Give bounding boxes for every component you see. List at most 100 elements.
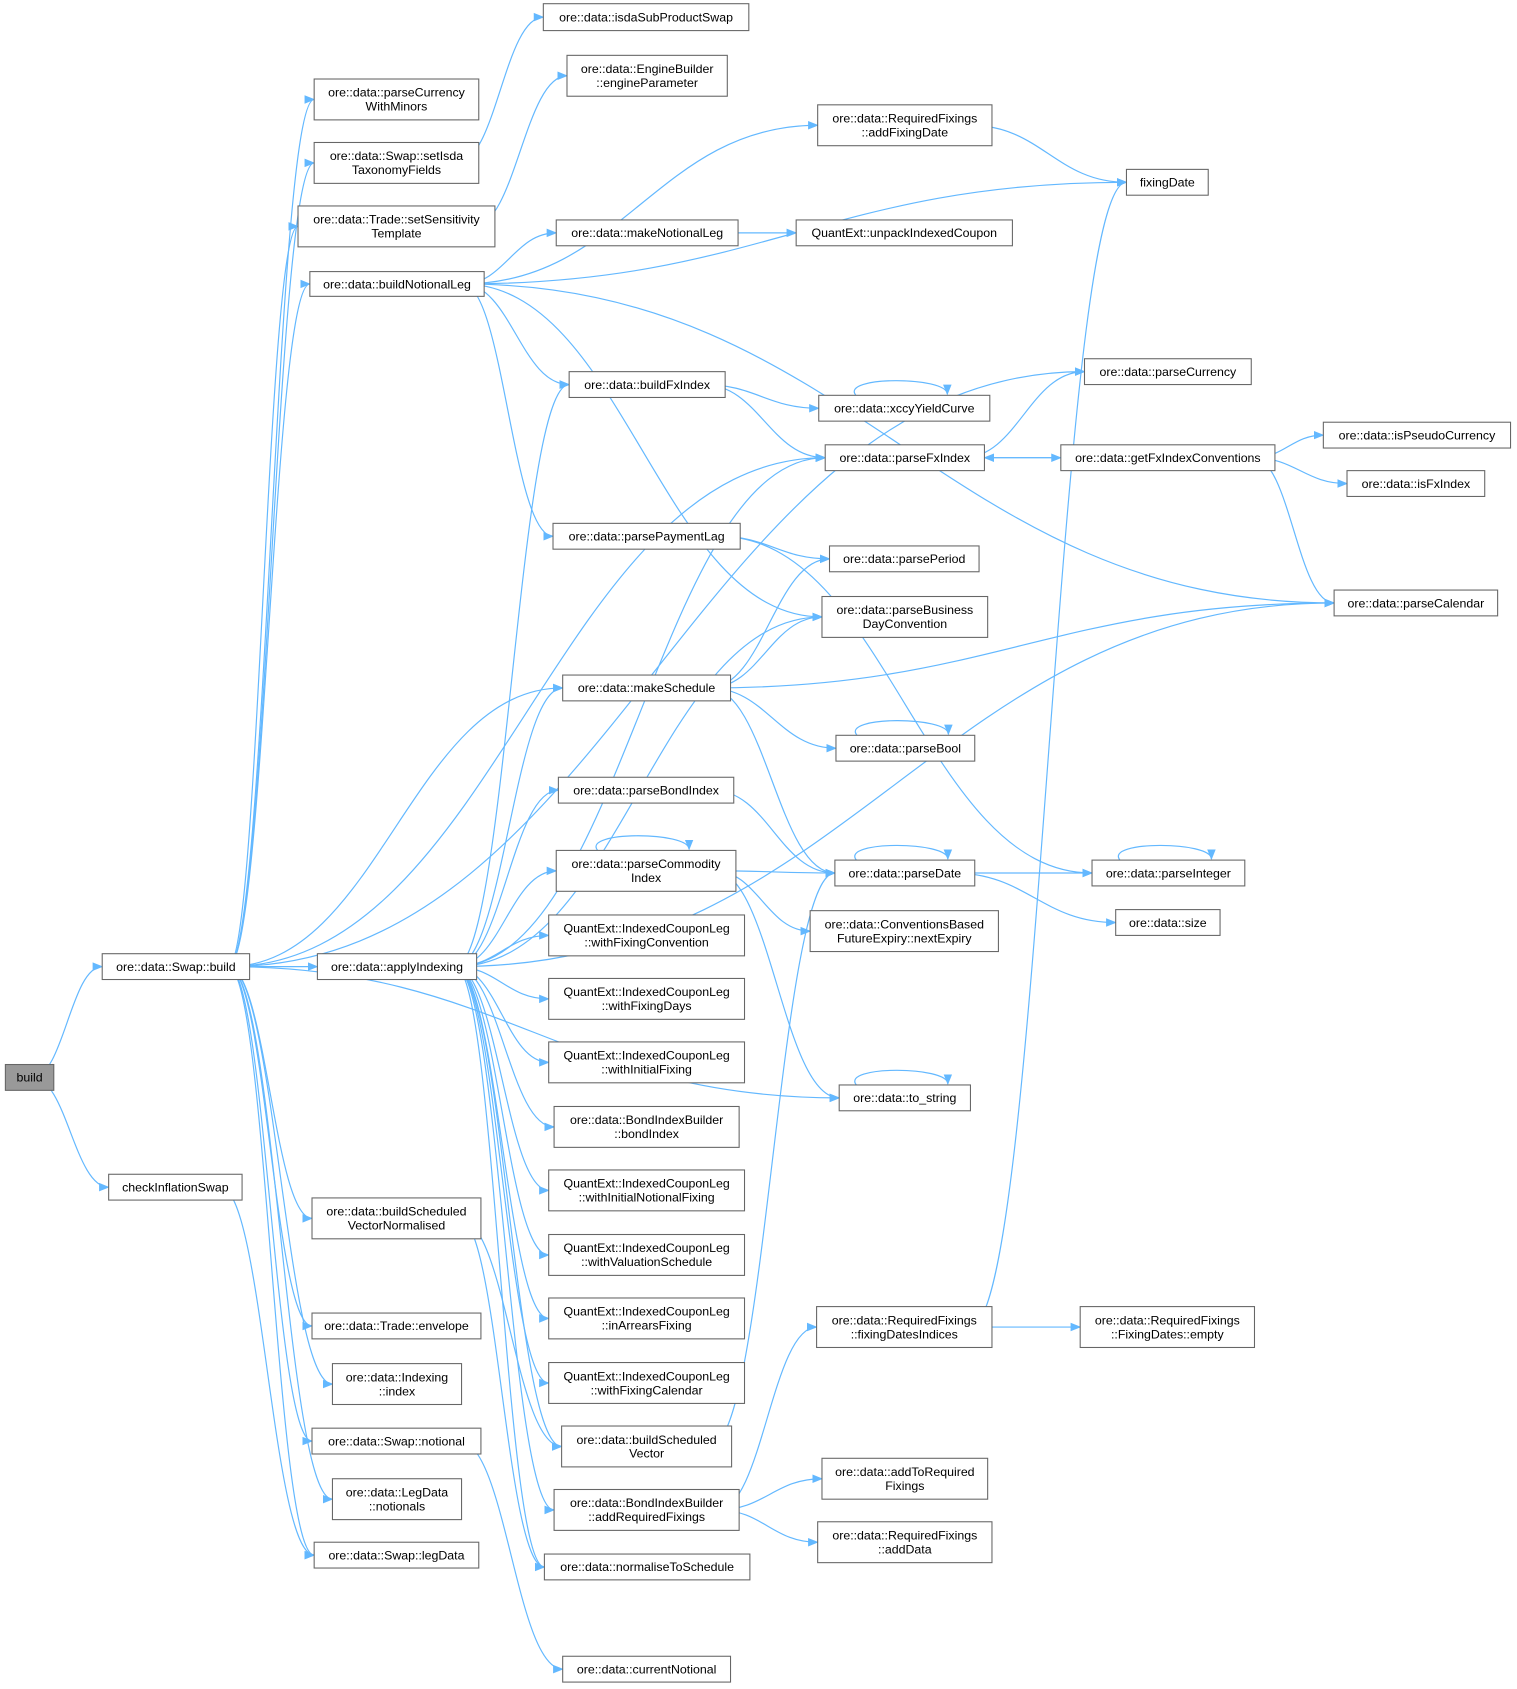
node-label: ore::data::Swap::build — [116, 960, 236, 974]
node-ppl[interactable]: ore::data::parsePaymentLag — [552, 522, 741, 550]
node-label: ore::data::parsePaymentLag — [569, 530, 725, 544]
node-label: ::bondIndex — [614, 1127, 679, 1141]
node-box — [548, 1041, 746, 1084]
node-legdata[interactable]: ore::data::Swap::legData — [313, 1541, 480, 1569]
node-checkinfl[interactable]: checkInflationSwap — [108, 1173, 243, 1201]
node-envelope[interactable]: ore::data::Trade::envelope — [311, 1312, 482, 1340]
node-box — [331, 1478, 463, 1521]
node-wfd[interactable]: QuantExt::IndexedCouponLeg::withFixingDa… — [548, 977, 746, 1020]
node-arf[interactable]: ore::data::BondIndexBuilder::addRequired… — [553, 1488, 740, 1531]
node-label: ore::data::to_string — [853, 1091, 956, 1105]
node-wfc[interactable]: QuantExt::IndexedCouponLeg::withFixingCo… — [548, 914, 746, 957]
node-label: ore::data::parseFxIndex — [840, 451, 971, 465]
node-label: DayConvention — [863, 617, 948, 631]
node-isdasub[interactable]: ore::data::isdaSubProductSwap — [542, 3, 750, 32]
node-label: ore::data::makeNotionalLeg — [571, 226, 723, 240]
node-build[interactable]: build — [4, 1063, 55, 1091]
node-label: ore::data::parseCalendar — [1347, 596, 1484, 610]
node-box — [1079, 1306, 1256, 1349]
node-addfixdate[interactable]: ore::data::RequiredFixings::addFixingDat… — [817, 104, 993, 147]
node-indexing[interactable]: ore::data::Indexing::index — [331, 1363, 463, 1406]
node-bsvn[interactable]: ore::data::buildScheduledVectorNormalise… — [311, 1197, 482, 1240]
node-pcur[interactable]: ore::data::parseCurrency — [1083, 358, 1252, 386]
node-fixdate[interactable]: fixingDate — [1125, 168, 1209, 196]
node-box — [555, 849, 737, 892]
node-label: ore::data::RequiredFixings — [832, 1529, 977, 1543]
node-label: ore::data::isFxIndex — [1362, 477, 1471, 491]
node-getfx[interactable]: ore::data::getFxIndexConventions — [1060, 444, 1276, 472]
node-label: ore::data::makeSchedule — [578, 681, 716, 695]
node-nts[interactable]: ore::data::normaliseToSchedule — [543, 1553, 751, 1581]
node-box — [552, 522, 741, 550]
node-box — [562, 674, 732, 702]
edge-build-to-swapbuild — [32, 962, 104, 1079]
node-fdi[interactable]: ore::data::RequiredFixings::fixingDatesI… — [816, 1306, 993, 1349]
node-pperiod[interactable]: ore::data::parsePeriod — [828, 545, 980, 573]
node-box — [557, 776, 735, 804]
edge-applyidx-to-bsv — [455, 966, 563, 1451]
node-wfcal[interactable]: QuantExt::IndexedCouponLeg::withFixingCa… — [548, 1362, 746, 1404]
node-label: ::FixingDates::empty — [1111, 1327, 1224, 1341]
node-msched[interactable]: ore::data::makeSchedule — [562, 674, 732, 702]
node-applyidx[interactable]: ore::data::applyIndexing — [316, 953, 478, 981]
node-curnot[interactable]: ore::data::currentNotional — [562, 1655, 732, 1683]
node-label: QuantExt::unpackIndexedCoupon — [812, 226, 998, 240]
node-pcal[interactable]: ore::data::parseCalendar — [1333, 589, 1499, 617]
node-tostr[interactable]: ore::data::to_string — [838, 1084, 971, 1112]
node-label: ::withValuationSchedule — [581, 1255, 712, 1269]
node-wvs[interactable]: QuantExt::IndexedCouponLeg::withValuatio… — [548, 1233, 746, 1276]
node-pbi[interactable]: ore::data::parseBondIndex — [557, 776, 735, 804]
node-box — [553, 1488, 740, 1531]
node-pint[interactable]: ore::data::parseInteger — [1091, 859, 1246, 887]
node-label: ore::data::RequiredFixings — [832, 112, 977, 126]
edge-applyidx-to-pci — [455, 866, 558, 968]
node-notional[interactable]: ore::data::Swap::notional — [311, 1427, 482, 1455]
node-nextexp[interactable]: ore::data::ConventionsBasedFutureExpiry:… — [809, 910, 999, 953]
node-bnl[interactable]: ore::data::buildNotionalLeg — [309, 271, 485, 297]
node-box — [4, 1063, 55, 1091]
node-label: ore::data::size — [1129, 916, 1207, 930]
edge-applyidx-to-arf — [454, 966, 556, 1515]
node-label: ore::data::RequiredFixings — [832, 1313, 977, 1327]
node-mnl[interactable]: ore::data::makeNotionalLeg — [555, 219, 739, 247]
node-isfx[interactable]: ore::data::isFxIndex — [1346, 470, 1486, 497]
node-label: ore::data::Swap::notional — [328, 1434, 465, 1448]
node-label: ::addData — [878, 1543, 932, 1557]
node-label: ::withFixingDays — [602, 999, 692, 1013]
node-label: ore::data::Trade::setSensitivity — [313, 213, 480, 227]
node-fdempty[interactable]: ore::data::RequiredFixings::FixingDates:… — [1079, 1306, 1256, 1349]
node-box — [331, 1363, 463, 1406]
node-box — [568, 371, 726, 399]
node-pbool[interactable]: ore::data::parseBool — [835, 734, 976, 762]
node-winf[interactable]: QuantExt::IndexedCouponLeg::withInitialN… — [548, 1169, 746, 1212]
node-bondidx[interactable]: ore::data::BondIndexBuilder::bondIndex — [553, 1105, 740, 1148]
node-pdate[interactable]: ore::data::parseDate — [834, 859, 976, 887]
node-label: QuantExt::IndexedCouponLeg — [563, 1305, 729, 1319]
node-adddata[interactable]: ore::data::RequiredFixings::addData — [817, 1521, 993, 1564]
node-size[interactable]: ore::data::size — [1115, 909, 1221, 936]
node-pfx[interactable]: ore::data::parseFxIndex — [824, 444, 985, 472]
node-swapbuild[interactable]: ore::data::Swap::build — [101, 953, 251, 981]
node-bfx[interactable]: ore::data::buildFxIndex — [568, 371, 726, 399]
node-iaf[interactable]: QuantExt::IndexedCouponLeg::inArrearsFix… — [548, 1297, 746, 1340]
node-xccy[interactable]: ore::data::xccyYieldCurve — [818, 394, 991, 422]
edge-applyidx-to-msched — [455, 683, 564, 968]
node-wif[interactable]: QuantExt::IndexedCouponLeg::withInitialF… — [548, 1041, 746, 1084]
node-label: ore::data::isPseudoCurrency — [1339, 428, 1496, 442]
node-label: ::notionals — [369, 1499, 425, 1513]
node-unpack[interactable]: QuantExt::unpackIndexedCoupon — [795, 219, 1013, 247]
node-box — [817, 104, 993, 147]
node-label: checkInflationSwap — [122, 1180, 229, 1194]
node-ispseudo[interactable]: ore::data::isPseudoCurrency — [1322, 421, 1512, 449]
node-engparam[interactable]: ore::data::EngineBuilder::engineParamete… — [566, 54, 728, 97]
node-notionals[interactable]: ore::data::LegData::notionals — [331, 1478, 463, 1521]
node-label: ore::data::parseCurrency — [328, 86, 466, 100]
